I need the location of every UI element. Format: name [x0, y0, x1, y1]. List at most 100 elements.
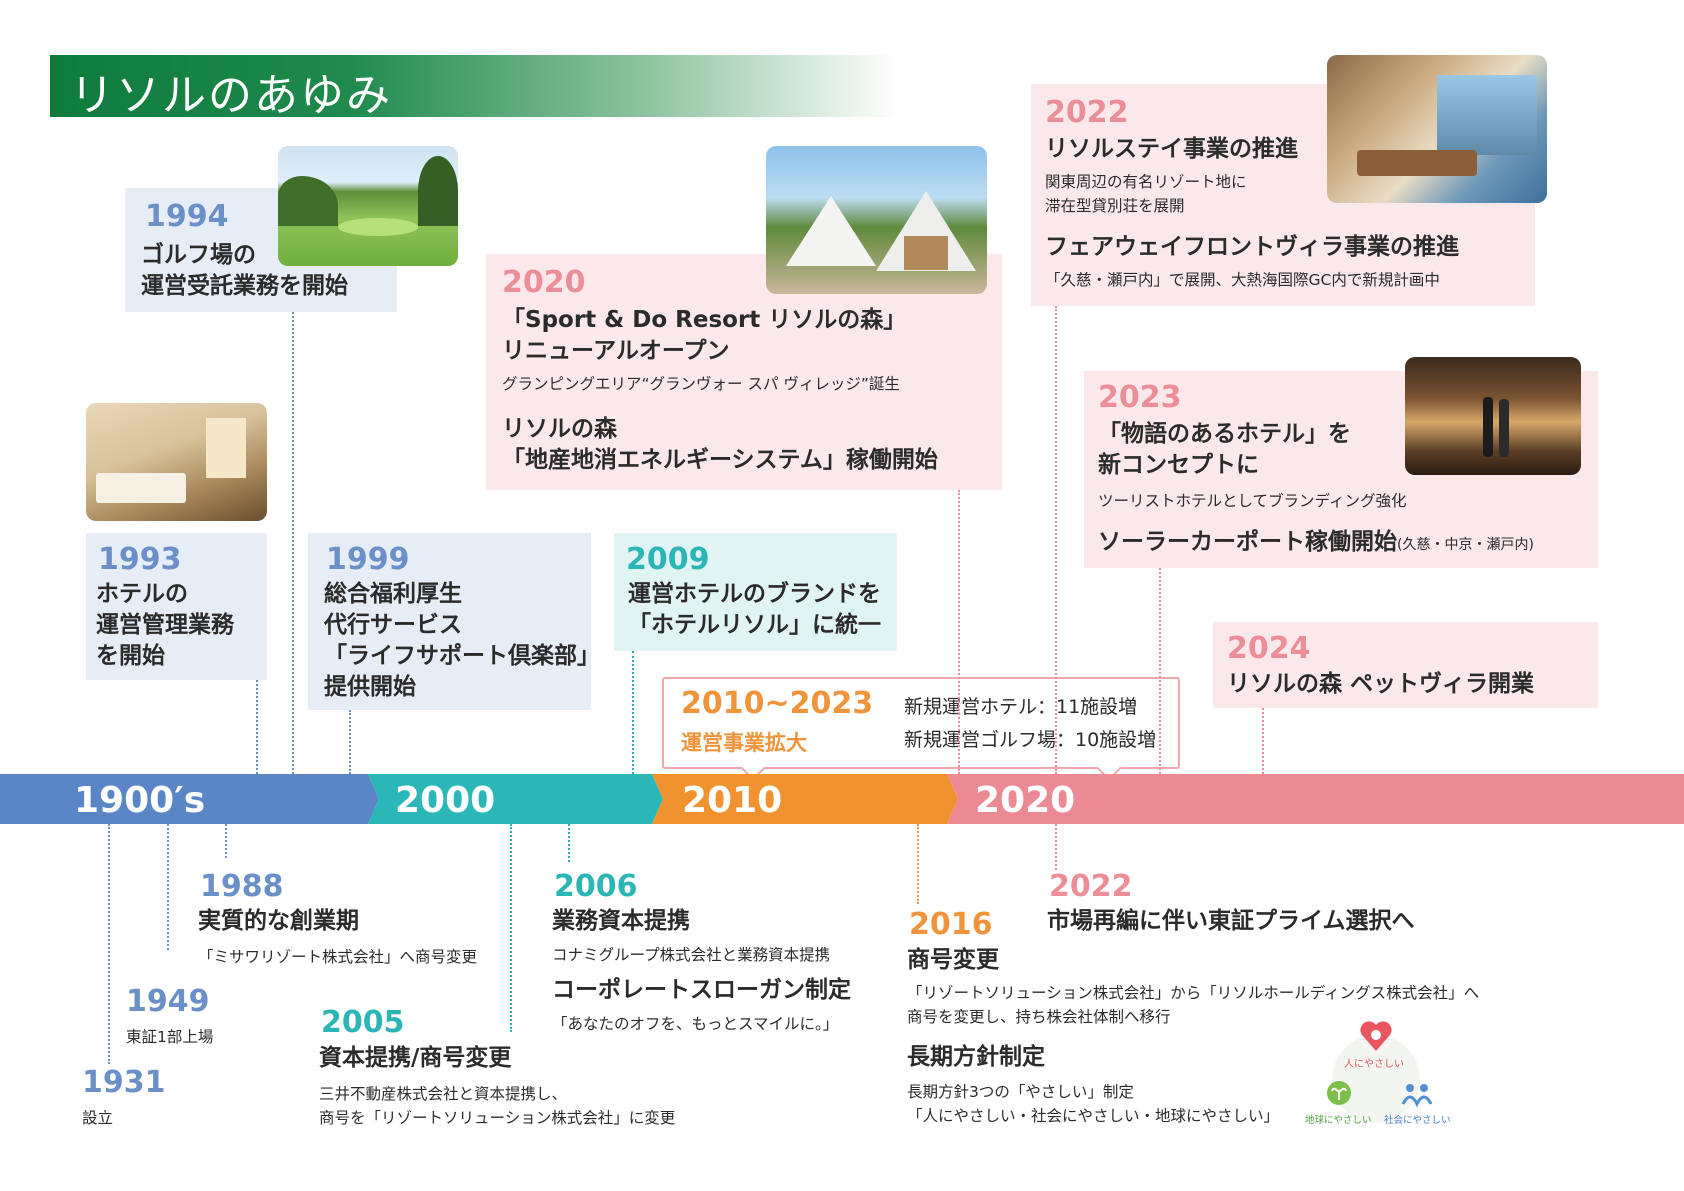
event-note: 設立 [82, 1109, 114, 1127]
event-text: コーポレートスローガン制定 [552, 977, 851, 1003]
heart-person-icon [1360, 1021, 1392, 1051]
event-note: 「あなたのオフを、もっとスマイルに。」 [552, 1015, 839, 1033]
event-text: 商号変更 [907, 947, 999, 973]
year-1988: 1988 [200, 869, 284, 904]
connector-2022 [1055, 306, 1057, 774]
callout-item: 新規運営ゴルフ場：10施設増 [904, 729, 1157, 751]
logo-label-people: 人にやさしい [1344, 1059, 1404, 1070]
connector-2016 [917, 824, 919, 904]
entry-2006: 2006 業務資本提携 コナミグループ株式会社と業務資本提携 コーポレートスロー… [552, 869, 892, 1034]
event-text: 提供開始 [324, 674, 416, 700]
entry-2022-lower: 2022 市場再編に伴い東証プライム選択へ [1047, 872, 1507, 942]
golf-course-photo [278, 146, 458, 266]
year-1949: 1949 [126, 984, 210, 1019]
event-head: ソーラーカーポート稼働開始 [1098, 529, 1397, 555]
event-note: 商号を「リゾートソリューション株式会社」に変更 [319, 1109, 676, 1127]
connector-1993 [256, 680, 258, 774]
event-note: 商号を変更し、持ち株会社体制へ移行 [907, 1008, 1171, 1026]
event-note: 長期方針3つの「やさしい」制定 [907, 1083, 1134, 1101]
event-text: 「Sport & Do Resort リソルの森」 [502, 307, 907, 333]
connector-1988 [225, 824, 227, 858]
connector-2009 [632, 651, 634, 774]
event-text: 資本提携/商号変更 [319, 1045, 512, 1071]
callout-item: 新規運営ホテル：11施設増 [904, 696, 1138, 718]
card-2020: 2020 「Sport & Do Resort リソルの森」 リニューアルオープ… [486, 254, 1002, 490]
event-text: 「ライフサポート倶楽部」 [324, 643, 600, 669]
event-text: 業務資本提携 [552, 908, 690, 934]
year-2009: 2009 [626, 542, 710, 577]
year-2005: 2005 [321, 1005, 405, 1040]
entry-2016: 2016 商号変更 「リゾートソリューション株式会社」から「リソルホールディング… [907, 910, 1527, 1135]
event-note: 三井不動産株式会社と資本提携し、 [319, 1085, 568, 1103]
timeline-bar [0, 774, 1684, 824]
event-text: ホテルの [96, 581, 188, 607]
entry-1988: 1988 実質的な創業期 「ミサワリゾート株式会社」へ商号変更 [198, 872, 518, 972]
event-text: リソルの森 [502, 416, 617, 442]
card-2009: 2009 運営ホテルのブランドを 「ホテルリソル」に統一 [614, 533, 897, 651]
year-2020: 2020 [502, 265, 586, 300]
hotel-room-photo [86, 403, 267, 521]
era-segment-2000 [368, 774, 663, 824]
connector-2006 [568, 824, 570, 862]
year-1931: 1931 [82, 1065, 166, 1100]
era-segment-2010 [652, 774, 958, 824]
event-text: 市場再編に伴い東証プライム選択へ [1047, 908, 1415, 934]
connector-2005 [510, 824, 512, 1032]
year-2016: 2016 [909, 907, 993, 942]
year-2022: 2022 [1045, 95, 1129, 130]
era-segment-1900s [0, 774, 379, 824]
event-note: 滞在型貸別荘を展開 [1045, 197, 1185, 215]
event-note: ツーリストホテルとしてブランディング強化 [1098, 492, 1407, 510]
connector-2024 [1262, 708, 1264, 774]
event-text: 長期方針制定 [907, 1044, 1045, 1070]
connector-2023 [1159, 568, 1161, 774]
community-icon [1401, 1084, 1433, 1108]
event-text: 運営ホテルのブランドを [628, 581, 881, 607]
event-text: 運営管理業務 [96, 612, 234, 638]
villa-interior-photo [1327, 55, 1547, 203]
card-2022: 2022 リソルステイ事業の推進 関東周辺の有名リゾート地に 滞在型貸別荘を展開… [1031, 84, 1535, 306]
event-text: フェアウェイフロントヴィラ事業の推進 [1045, 234, 1459, 260]
logo-label-society: 社会にやさしい [1384, 1115, 1451, 1126]
year-2023: 2023 [1098, 380, 1182, 415]
connector-1949 [167, 824, 169, 950]
event-note: 関東周辺の有名リゾート地に [1045, 173, 1247, 191]
event-head-suffix: (久慈・中京・瀬戸内) [1397, 537, 1534, 553]
event-text: 「ホテルリソル」に統一 [628, 612, 881, 638]
event-note: コナミグループ株式会社と業務資本提携 [552, 946, 831, 964]
title-banner: リソルのあゆみ [50, 55, 900, 121]
event-text: 代行サービス [324, 612, 462, 638]
connector-2022-lower [1055, 824, 1057, 870]
year-2024: 2024 [1227, 631, 1311, 666]
event-text: 運営受託業務を開始 [141, 273, 348, 299]
event-note: 「リゾートソリューション株式会社」から「リソルホールディングス株式会社」へ [907, 984, 1480, 1002]
connector-2020 [958, 490, 960, 774]
event-text: 新コンセプトに [1098, 452, 1259, 478]
card-1999: 1999 総合福利厚生 代行サービス 「ライフサポート倶楽部」 提供開始 [308, 533, 600, 710]
callout-years: 2010~2023 [681, 686, 874, 721]
logo-label-earth: 地球にやさしい [1305, 1115, 1372, 1126]
era-label-2010: 2010 [682, 780, 783, 821]
event-text: リソルステイ事業の推進 [1045, 136, 1298, 162]
year-1999: 1999 [326, 542, 410, 577]
entry-2005: 2005 資本提携/商号変更 三井不動産株式会社と資本提携し、 商号を「リゾート… [319, 1008, 739, 1138]
year-1993: 1993 [98, 542, 182, 577]
expansion-callout: 2010~2023 運営事業拡大 新規運営ホテル：11施設増 新規運営ゴルフ場：… [662, 677, 1180, 769]
event-text: ソーラーカーポート稼働開始(久慈・中京・瀬戸内) [1098, 527, 1534, 561]
event-text: 「物語のあるホテル」を [1098, 421, 1351, 447]
event-text: 実質的な創業期 [198, 908, 359, 934]
sprout-icon [1327, 1081, 1351, 1105]
event-note: 「人にやさしい・社会にやさしい・地球にやさしい」 [907, 1107, 1280, 1125]
glamping-tent-photo [766, 146, 987, 294]
event-text: を開始 [96, 643, 165, 669]
connector-1994 [292, 312, 294, 774]
event-text: リニューアルオープン [502, 338, 730, 364]
event-text: 総合福利厚生 [324, 581, 462, 607]
era-segment-2020 [947, 774, 1684, 824]
event-note: 東証1部上場 [126, 1028, 214, 1046]
entry-1949: 1949 東証1部上場 [126, 987, 326, 1047]
era-label-2000: 2000 [395, 780, 496, 821]
entry-1931: 1931 設立 [82, 1068, 282, 1128]
year-2006: 2006 [554, 869, 638, 904]
card-2024: 2024 リソルの森 ペットヴィラ開業 [1213, 622, 1598, 708]
